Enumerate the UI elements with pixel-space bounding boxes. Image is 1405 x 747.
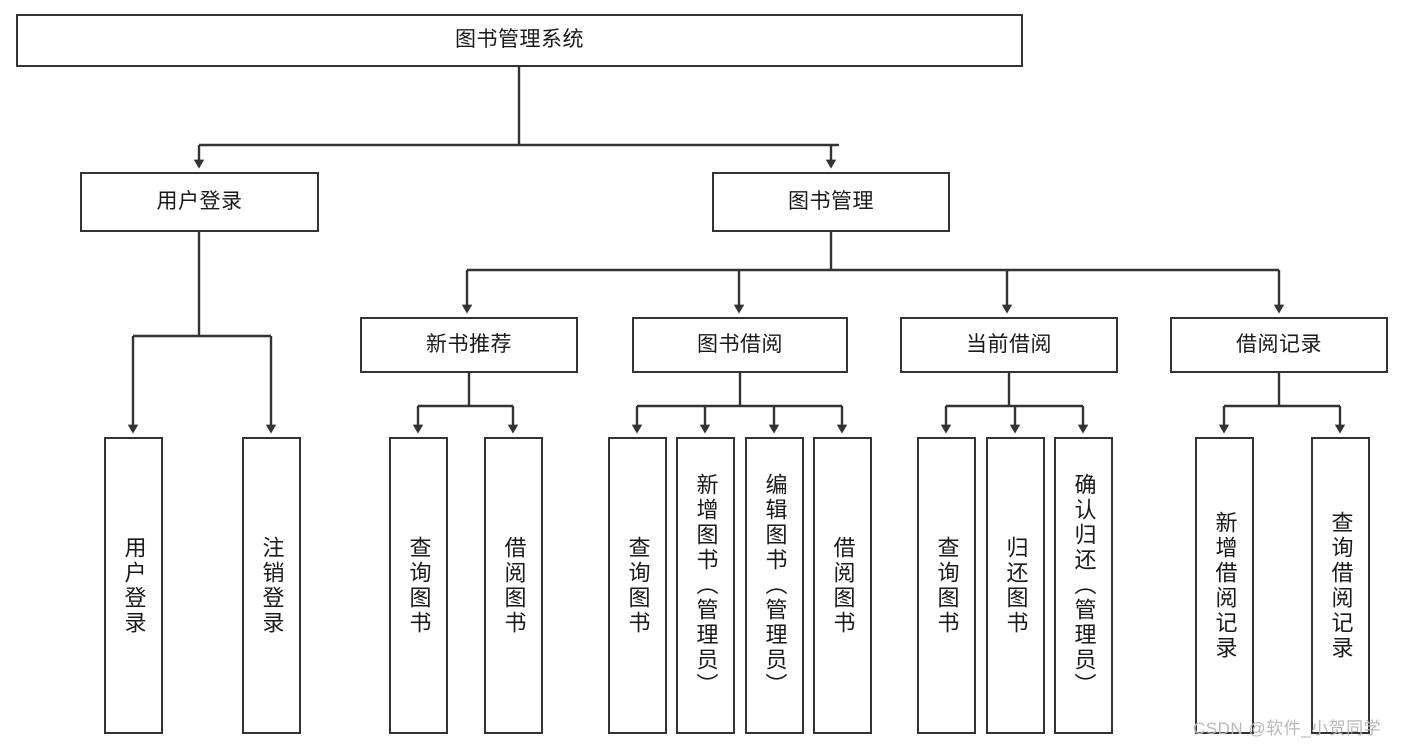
- leaf-add-book-admin[interactable]: 新增图书（管理员）: [676, 437, 735, 734]
- node-book-borrow-label: 图书借阅: [697, 332, 783, 356]
- leaf-query-book-borrow[interactable]: 查询图书: [608, 437, 667, 734]
- node-user-login[interactable]: 用户登录: [80, 172, 319, 232]
- node-book-management[interactable]: 图书管理: [712, 172, 950, 232]
- node-current-borrow[interactable]: 当前借阅: [900, 317, 1118, 373]
- leaf-confirm-return-admin-label: 确认归还（管理员）: [1071, 473, 1097, 698]
- node-new-book-recommend[interactable]: 新书推荐: [360, 317, 578, 373]
- leaf-logout[interactable]: 注销登录: [242, 437, 301, 734]
- leaf-borrow-book-new[interactable]: 借阅图书: [484, 437, 543, 734]
- leaf-add-book-admin-label: 新增图书（管理员）: [693, 473, 719, 698]
- leaf-borrow-book[interactable]: 借阅图书: [813, 437, 872, 734]
- leaf-user-login-label: 用户登录: [121, 535, 147, 636]
- node-borrow-records[interactable]: 借阅记录: [1170, 317, 1388, 373]
- leaf-query-book-new[interactable]: 查询图书: [389, 437, 448, 734]
- leaf-return-book-label: 归还图书: [1003, 535, 1029, 636]
- node-root-label: 图书管理系统: [455, 28, 584, 52]
- leaf-confirm-return-admin[interactable]: 确认归还（管理员）: [1054, 437, 1113, 734]
- leaf-add-borrow-record-label: 新增借阅记录: [1212, 510, 1238, 661]
- node-borrow-records-label: 借阅记录: [1236, 332, 1322, 356]
- node-book-borrow[interactable]: 图书借阅: [632, 317, 848, 373]
- leaf-borrow-book-label: 借阅图书: [830, 535, 856, 636]
- leaf-query-book-current[interactable]: 查询图书: [917, 437, 976, 734]
- leaf-edit-book-admin-label: 编辑图书（管理员）: [762, 473, 788, 698]
- leaf-query-book-new-label: 查询图书: [406, 535, 432, 636]
- csdn-watermark: CSDN @软件_小贺同学: [1193, 719, 1382, 738]
- leaf-query-book-current-label: 查询图书: [934, 535, 960, 636]
- node-book-management-label: 图书管理: [788, 189, 874, 213]
- node-new-book-recommend-label: 新书推荐: [426, 332, 512, 356]
- leaf-user-login[interactable]: 用户登录: [104, 437, 163, 734]
- leaf-query-borrow-record-label: 查询借阅记录: [1328, 510, 1354, 661]
- leaf-add-borrow-record[interactable]: 新增借阅记录: [1195, 437, 1254, 734]
- leaf-return-book[interactable]: 归还图书: [986, 437, 1045, 734]
- leaf-query-borrow-record[interactable]: 查询借阅记录: [1311, 437, 1370, 734]
- node-user-login-label: 用户登录: [156, 189, 243, 213]
- leaf-logout-label: 注销登录: [259, 535, 285, 636]
- node-current-borrow-label: 当前借阅: [966, 332, 1052, 356]
- leaf-edit-book-admin[interactable]: 编辑图书（管理员）: [745, 437, 804, 734]
- leaf-query-book-borrow-label: 查询图书: [625, 535, 651, 636]
- node-root[interactable]: 图书管理系统: [16, 14, 1023, 67]
- leaf-borrow-book-new-label: 借阅图书: [501, 535, 527, 636]
